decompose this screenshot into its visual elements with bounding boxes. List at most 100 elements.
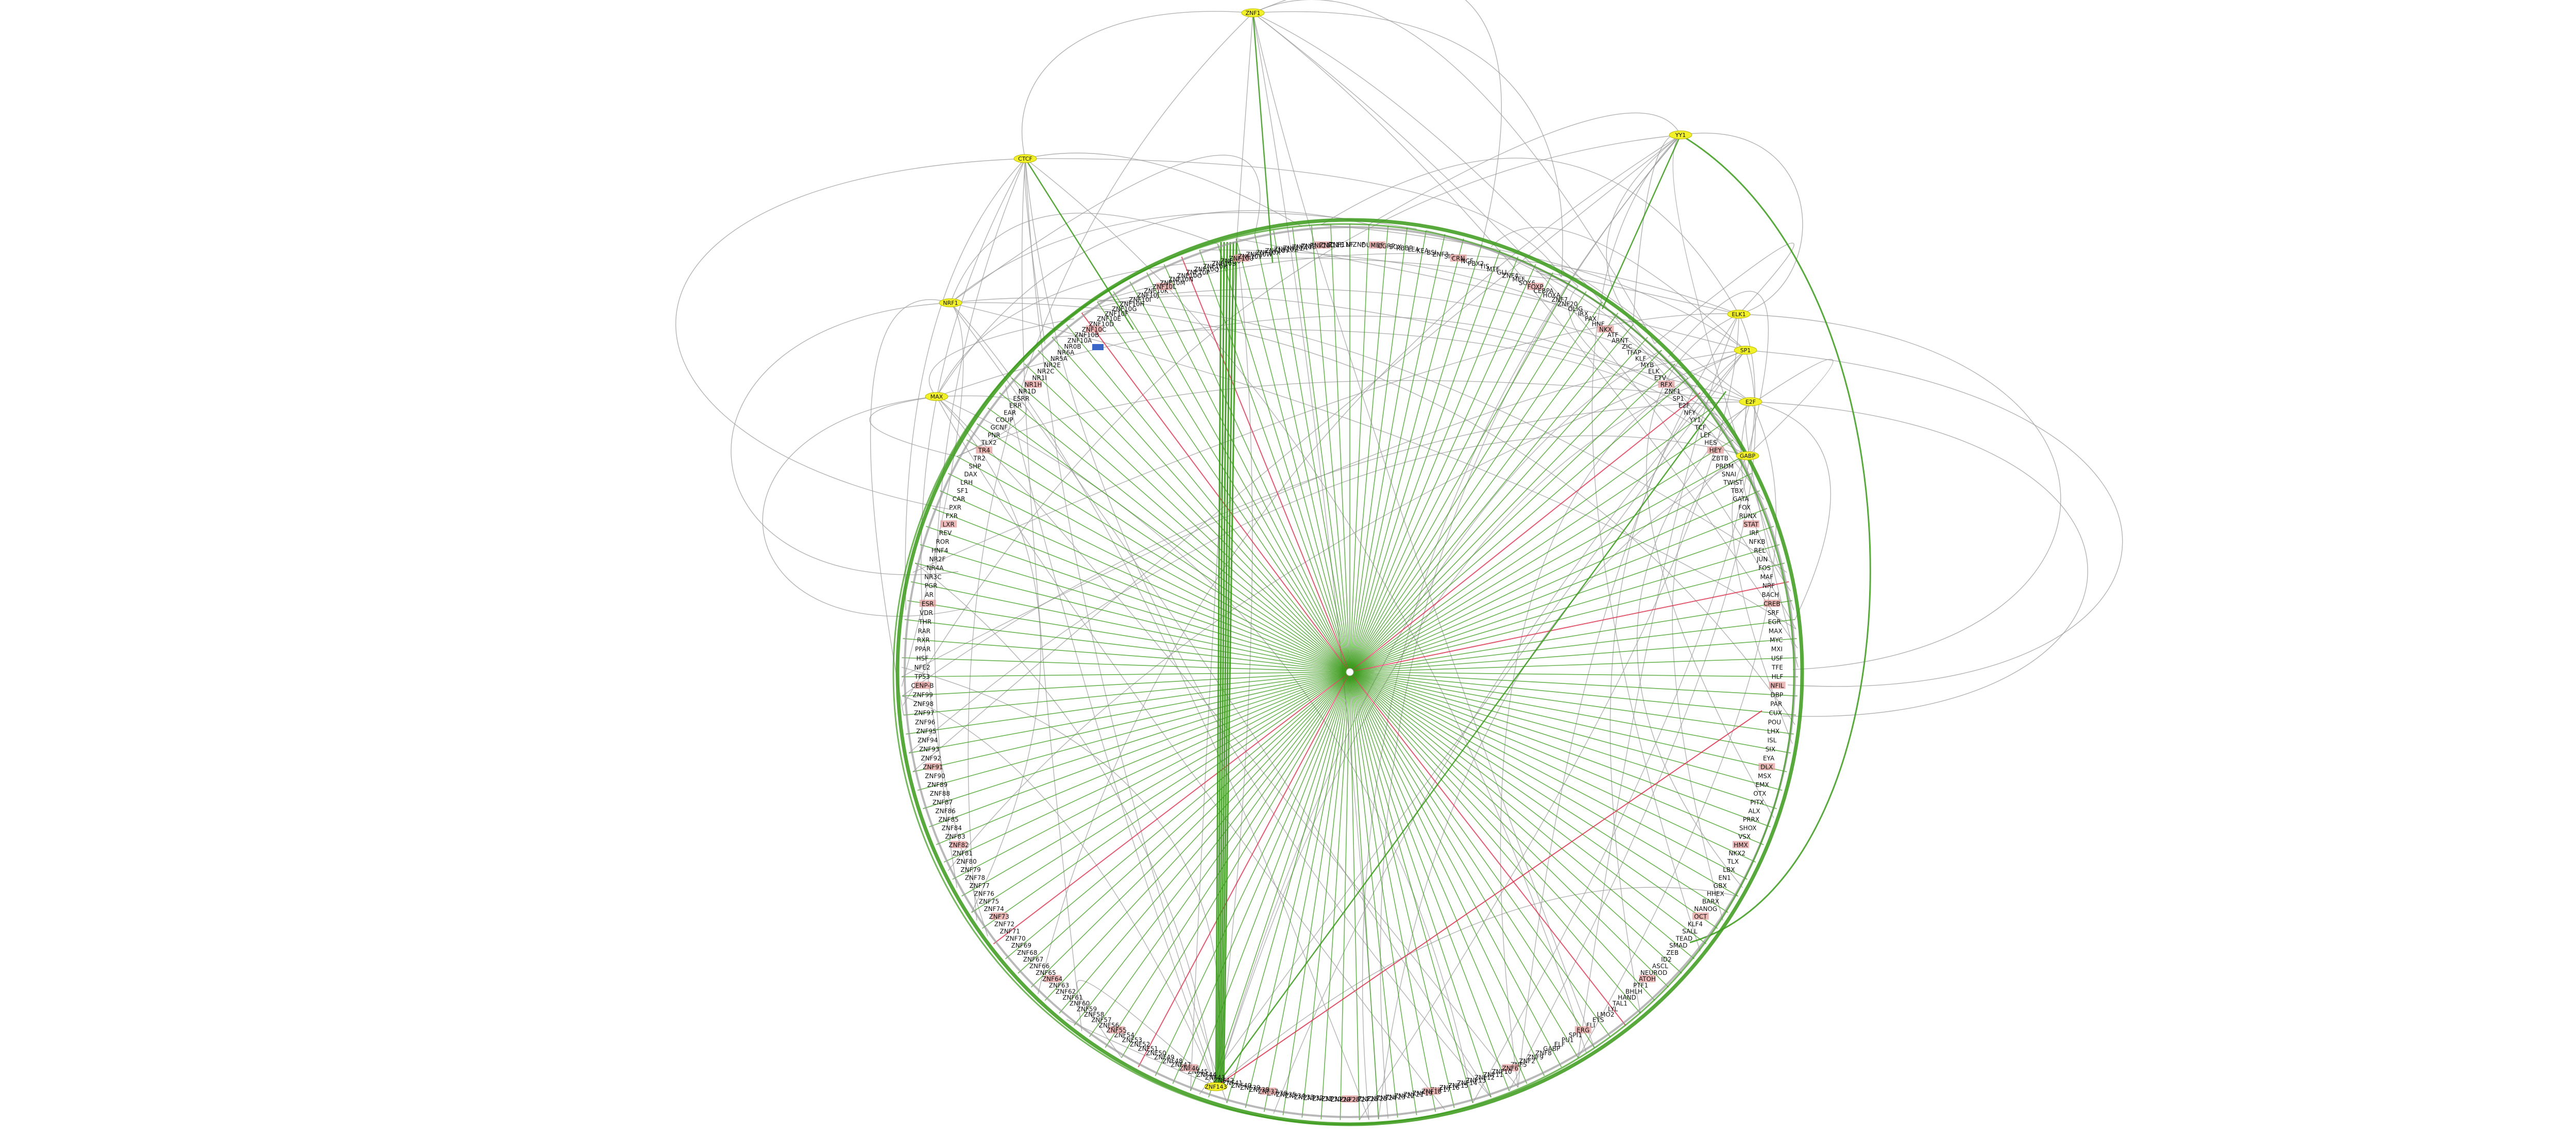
hub-marker xyxy=(925,392,948,401)
node-label: HEY xyxy=(1709,447,1722,454)
gray-arc xyxy=(1097,253,1739,315)
node-label: NFY xyxy=(1684,409,1696,416)
green-spoke xyxy=(1349,619,1795,673)
green-spoke xyxy=(1349,672,1764,845)
hub-node[interactable]: YY1 xyxy=(1669,130,1692,140)
gray-arc xyxy=(1252,12,1379,1120)
node-label: ESR xyxy=(922,600,934,608)
green-spoke xyxy=(909,672,1350,753)
node-label: ZIC xyxy=(1622,343,1632,350)
node-label: ID2 xyxy=(1661,956,1671,963)
node-label: ZNF44 xyxy=(1196,1071,1216,1078)
gray-arc xyxy=(950,302,1369,1120)
green-spoke xyxy=(1282,672,1350,1115)
hub-node[interactable]: GABP xyxy=(1736,451,1759,460)
node-label: ZNF10L xyxy=(1153,283,1176,290)
node-label: AR xyxy=(925,591,934,598)
node-label: ZNF13 xyxy=(1466,1077,1486,1084)
red-link xyxy=(1215,710,1762,1087)
gray-arc xyxy=(901,350,1746,677)
gray-arc xyxy=(1578,401,1777,1058)
hub-node[interactable]: ZNF143 xyxy=(1204,1082,1228,1091)
center-node xyxy=(1346,668,1354,676)
green-spoke xyxy=(1349,672,1694,959)
gray-arc xyxy=(936,395,1027,457)
hub-node[interactable]: SP1 xyxy=(1734,346,1757,355)
gray-arc xyxy=(1362,134,1681,1120)
green-spoke xyxy=(1349,672,1579,1058)
hub-node[interactable]: ZNF1 xyxy=(1241,8,1265,18)
node-label: ZNF76 xyxy=(974,890,994,897)
green-spoke xyxy=(1349,228,1408,673)
hub-node[interactable]: E2F xyxy=(1739,397,1762,406)
node-label: ZNF52 xyxy=(1130,1041,1150,1048)
green-spoke xyxy=(1349,281,1570,673)
node-label: HES xyxy=(1704,439,1717,447)
node-label: ZNF86 xyxy=(935,808,955,815)
green-spoke xyxy=(1349,363,1675,673)
green-spoke xyxy=(902,672,1350,678)
hub-node[interactable]: ELK1 xyxy=(1727,310,1751,319)
green-spoke xyxy=(920,544,1350,673)
green-spoke-layer xyxy=(902,12,1871,1120)
node-label: ZNF30 xyxy=(1321,1095,1342,1103)
gray-arc xyxy=(1052,329,1748,456)
green-spoke xyxy=(981,672,1350,929)
green-spoke xyxy=(1044,672,1350,1001)
node-highlight xyxy=(1639,975,1656,983)
ring-gray xyxy=(904,226,1796,1118)
hub-node[interactable]: CTCF xyxy=(1013,154,1037,163)
gray-arc xyxy=(968,12,1253,921)
node-label: ZNF20 xyxy=(1557,301,1578,308)
node-highlight xyxy=(1574,1026,1591,1034)
node-label: RFX xyxy=(1660,381,1672,388)
gray-arc xyxy=(912,313,1739,573)
node-highlight xyxy=(1086,325,1103,333)
node-highlight xyxy=(951,840,968,848)
green-spoke xyxy=(1349,526,1774,673)
green-spoke xyxy=(1349,291,1587,673)
node-label: ZNF69 xyxy=(1011,942,1031,949)
hub-node[interactable]: NRF1 xyxy=(939,298,962,307)
node-label: TR2 xyxy=(973,455,986,462)
green-spoke xyxy=(1349,264,1536,673)
green-spoke xyxy=(1226,672,1350,1103)
green-spoke xyxy=(952,672,1350,880)
green-spoke xyxy=(1292,228,1350,673)
node-label: ZNF11 xyxy=(1483,1071,1503,1078)
hub-node[interactable]: MAX xyxy=(925,392,948,401)
green-spoke xyxy=(1066,324,1350,673)
node-label: ZNF33 xyxy=(1294,1093,1314,1101)
green-spoke xyxy=(1349,672,1738,897)
node-label: ZNF78 xyxy=(965,874,985,882)
node-label: ZNF6 xyxy=(1502,1065,1519,1072)
green-spoke xyxy=(912,672,1350,772)
node-label: TCF xyxy=(1694,424,1706,431)
node-label: ZNF60 xyxy=(1070,1000,1090,1007)
node-label: ZNF11E xyxy=(1319,242,1344,249)
node-label: MTF xyxy=(1487,266,1500,273)
node-highlight xyxy=(1156,283,1173,290)
green-spoke xyxy=(1038,350,1350,673)
hub-label: CTCF xyxy=(1018,156,1032,162)
green-link xyxy=(1601,134,1682,310)
node-label: ZNF70 xyxy=(1005,935,1025,942)
green-spoke xyxy=(1349,672,1777,810)
gray-arc xyxy=(1252,0,1502,244)
node-label: ZNF10V xyxy=(1238,253,1263,260)
node-label: SOX xyxy=(1389,244,1402,251)
node-highlight xyxy=(1233,254,1250,262)
node-label: REL xyxy=(1754,547,1766,554)
node-highlight xyxy=(1692,912,1709,920)
node-label: NKX xyxy=(1599,326,1612,333)
node-label: CEBPA xyxy=(1534,287,1554,295)
node-label: RXR xyxy=(917,637,930,644)
node-label: NR0B xyxy=(1064,343,1081,350)
green-spoke xyxy=(1190,672,1350,1091)
node-label: RBBP xyxy=(1396,245,1413,252)
gray-arc xyxy=(1672,134,1794,610)
node-label: ZNF24 xyxy=(1376,1094,1396,1102)
node-label: ZNF41 xyxy=(1223,1079,1243,1087)
node-label: FOXP xyxy=(1528,283,1544,290)
